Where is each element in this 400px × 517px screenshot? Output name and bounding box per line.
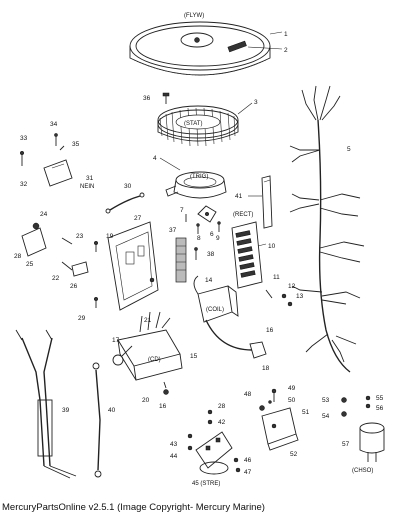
ground-lead-17 <box>112 345 133 366</box>
callout-38: 38 <box>207 251 215 258</box>
callout-18: 18 <box>262 365 270 372</box>
callout-10: 10 <box>268 243 276 250</box>
bracket-25 <box>21 222 89 277</box>
callout-34: 34 <box>50 121 58 128</box>
callout-14: 14 <box>205 277 213 284</box>
callout-46: 46 <box>244 457 252 464</box>
cd-label: (CD) <box>148 357 161 363</box>
mounting-plate <box>107 221 159 311</box>
sleeve-41 <box>261 175 273 229</box>
callout-25: 25 <box>26 261 34 268</box>
callout-44: 44 <box>170 453 178 460</box>
callout-48: 48 <box>244 391 252 398</box>
callout-51: 51 <box>302 409 310 416</box>
stator-label: (STAT) <box>184 121 202 127</box>
callout-56: 56 <box>376 405 384 412</box>
callout-24: 24 <box>40 211 48 218</box>
callout-29: 29 <box>78 315 86 322</box>
rectifier: (RECT) <box>185 205 253 234</box>
callout-28b: 28 <box>218 403 226 410</box>
starter-relay-31: NEIN <box>43 159 94 190</box>
callout-33: 33 <box>20 135 28 142</box>
spacer-stack <box>175 237 198 283</box>
rectifier-label: (RECT) <box>233 212 253 218</box>
plug-lead <box>205 319 267 359</box>
callout-4: 4 <box>153 155 157 162</box>
stator: (STAT) <box>157 105 239 147</box>
choke-label: (CHSO) <box>352 468 373 474</box>
callout-42: 42 <box>218 419 226 426</box>
callout-57: 57 <box>342 441 350 448</box>
callout-16b: 16 <box>159 403 167 410</box>
callout-40: 40 <box>108 407 116 414</box>
callout-15: 15 <box>190 353 198 360</box>
callout-2: 2 <box>284 47 288 54</box>
callout-16a: 16 <box>266 327 274 334</box>
ground-strap-40 <box>92 362 102 478</box>
callout-39: 39 <box>62 407 70 414</box>
flywheel-label: (FLYW) <box>184 13 204 19</box>
flywheel: (FLYW) <box>129 13 271 76</box>
screw-36 <box>162 92 170 104</box>
callout-3: 3 <box>254 99 258 106</box>
callout-32: 32 <box>20 181 28 188</box>
callout-43: 43 <box>170 441 178 448</box>
bracket-52 <box>261 407 299 451</box>
callout-54: 54 <box>322 413 330 420</box>
choke-solenoid: (CHSO) <box>352 422 385 474</box>
callout-30: 30 <box>124 183 132 190</box>
callout-23: 23 <box>76 233 84 240</box>
callout-49: 49 <box>288 385 296 392</box>
callout-12: 12 <box>288 283 296 290</box>
callout-8: 8 <box>197 235 201 242</box>
callout-41: 41 <box>235 193 243 200</box>
battery-cables-39 <box>15 329 77 479</box>
coil-label: (COIL) <box>206 307 224 313</box>
callout-7: 7 <box>180 207 184 214</box>
callout-55: 55 <box>376 395 384 402</box>
callout-36: 36 <box>143 95 151 102</box>
lead-30 <box>105 192 145 214</box>
parts-diagram: (FLYW) (STAT) (TRIG) <box>14 13 385 487</box>
starter-solenoid: 45 (STRE) <box>192 431 233 487</box>
callout-28a: 28 <box>14 253 22 260</box>
callout-6: 6 <box>210 231 214 238</box>
callout-37: 37 <box>169 227 177 234</box>
callout-9: 9 <box>216 235 220 242</box>
trigger-label: (TRIG) <box>190 174 208 180</box>
callout-1: 1 <box>284 31 288 38</box>
callout-47: 47 <box>244 469 252 476</box>
callout-20: 20 <box>142 397 150 404</box>
callout-26: 26 <box>70 283 78 290</box>
callout-13: 13 <box>296 293 304 300</box>
callout-17: 17 <box>112 337 120 344</box>
nein-label: NEIN <box>80 184 94 190</box>
callout-31: 31 <box>86 175 94 182</box>
callout-52: 52 <box>290 451 298 458</box>
trigger: (TRIG) <box>165 171 227 199</box>
cd-module: (CD) <box>117 311 183 381</box>
image-caption: MercuryPartsOnline v2.5.1 (Image Copyrig… <box>2 502 265 513</box>
solenoid-label: 45 (STRE) <box>192 481 220 487</box>
callout-numbers: 1 2 3 4 5 6 7 8 9 10 11 12 13 14 15 16 1… <box>14 31 384 476</box>
callout-19: 19 <box>106 233 114 240</box>
callout-22: 22 <box>52 275 60 282</box>
callout-27: 27 <box>134 215 142 222</box>
callout-5: 5 <box>347 146 351 153</box>
callout-53: 53 <box>322 397 330 404</box>
callout-21: 21 <box>144 317 152 324</box>
terminal-block <box>231 221 263 289</box>
ignition-coil: (COIL) <box>193 275 239 323</box>
callout-35: 35 <box>72 141 80 148</box>
wiring-harness <box>289 85 365 373</box>
callout-11: 11 <box>273 274 280 281</box>
callout-50: 50 <box>288 397 296 404</box>
